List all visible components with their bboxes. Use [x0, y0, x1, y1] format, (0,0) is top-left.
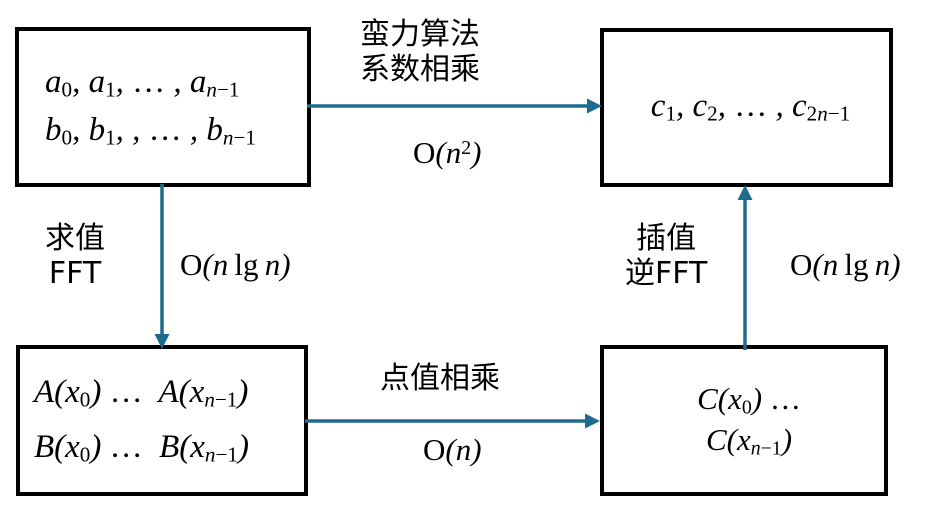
point-values-line-a: A(x0) … A(xn−1) — [34, 374, 249, 412]
coefficients-line-b: b0, b1, , … , bn−1 — [45, 112, 256, 150]
box-point-values: A(x0) … A(xn−1) B(x0) … B(xn−1) — [16, 345, 308, 496]
label-evaluate: 求值 FFT — [45, 221, 105, 292]
label-brute-force-complexity: O(n2) — [413, 135, 482, 170]
point-values-line-b: B(x0) … B(xn−1) — [34, 428, 249, 467]
label-pointwise: 点值相乘 — [380, 361, 500, 397]
arrow-evaluate-fft — [154, 184, 170, 349]
label-brute-force-line2: 系数相乘 — [360, 51, 480, 87]
label-pointwise-line1: 点值相乘 — [380, 361, 500, 396]
label-brute-force: 蛮力算法 系数相乘 — [360, 17, 480, 88]
label-evaluate-complexity: O(n lg n) — [180, 247, 291, 282]
label-brute-force-line1: 蛮力算法 — [360, 17, 480, 52]
coefficients-line-a: a0, a1, … , an−1 — [45, 63, 240, 102]
product-coefficients-line: c1, c2, … , c2n−1 — [650, 88, 851, 126]
label-interpolate: 插值 逆FFT — [625, 221, 708, 292]
box-product-coefficients: c1, c2, … , c2n−1 — [600, 28, 893, 187]
product-point-values-line-2: C(xn−1) — [705, 421, 793, 459]
box-coefficients: a0, a1, … , an−1 b0, b1, , … , bn−1 — [15, 27, 311, 187]
label-evaluate-line1: 求值 — [45, 221, 105, 256]
label-pointwise-complexity: O(n) — [423, 432, 482, 467]
label-interpolate-line2: 逆FFT — [625, 255, 708, 291]
label-interpolate-line1: 插值 — [636, 221, 697, 256]
product-point-values-line-1: C(x0) … — [697, 380, 801, 419]
arrow-interpolate-inverse-fft — [737, 185, 753, 350]
arrow-brute-force — [307, 98, 602, 114]
label-evaluate-line2: FFT — [48, 255, 102, 291]
arrow-pointwise-multiply — [305, 413, 600, 429]
box-product-point-values: C(x0) … C(xn−1) — [600, 345, 888, 496]
label-interpolate-complexity: O(n lg n) — [790, 247, 901, 282]
